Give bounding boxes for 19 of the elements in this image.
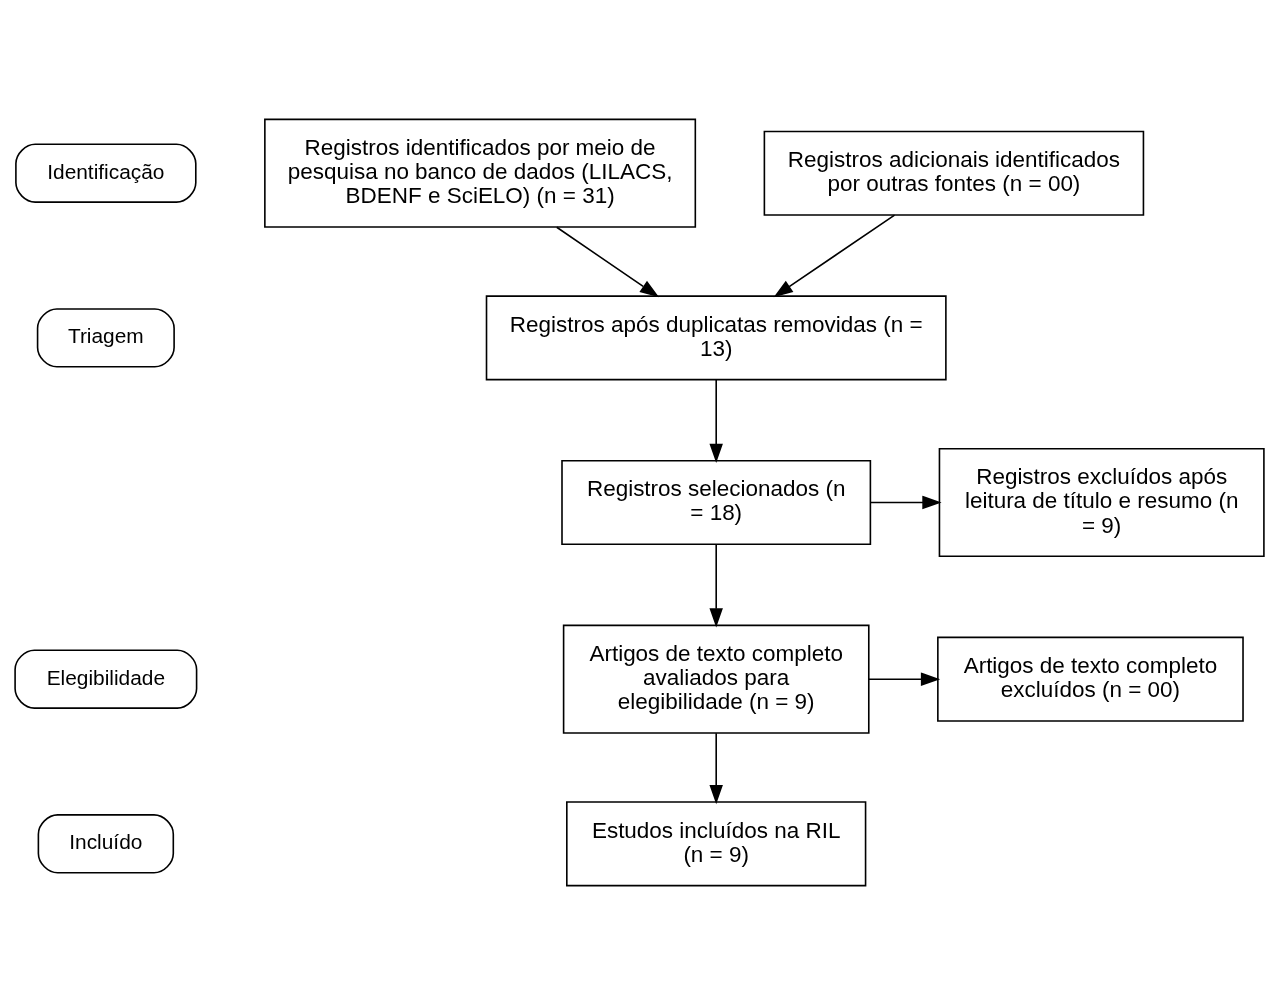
node-box: Registros adicionais identificados por outras fontes (n = 00)	[763, 130, 1145, 216]
arrow	[709, 379, 723, 463]
arrow	[869, 495, 942, 510]
node-box: Registros excluídos após leitura de título e resumo (n = 9)	[938, 447, 1265, 558]
node-box: Artigos de texto completo avaliados para elegibilidade (n = 9)	[562, 624, 870, 734]
arrow	[709, 543, 723, 628]
node-box: Artigos de texto completo excluídos (n = 00)	[937, 636, 1244, 722]
node-box: Estudos incluídos na RIL (n = 9)	[566, 801, 867, 887]
node-box: Elegibilidade	[14, 649, 198, 709]
arrow	[868, 672, 941, 686]
node-box: Incluído	[37, 814, 175, 874]
arrow	[709, 732, 723, 805]
node-box: Identificação	[15, 143, 197, 203]
arrow	[555, 226, 660, 298]
node-box: Registros após duplicatas removidas (n = 13)	[485, 295, 947, 381]
node-box: Registros identificados por meio de pesquisa no banco de dados (LILACS, BDENF e SciELO) (n = 31)	[264, 118, 697, 228]
node-box: Triagem	[36, 308, 175, 368]
arrow	[773, 214, 896, 298]
node-box: Registros selecionados (n = 18)	[561, 459, 872, 546]
